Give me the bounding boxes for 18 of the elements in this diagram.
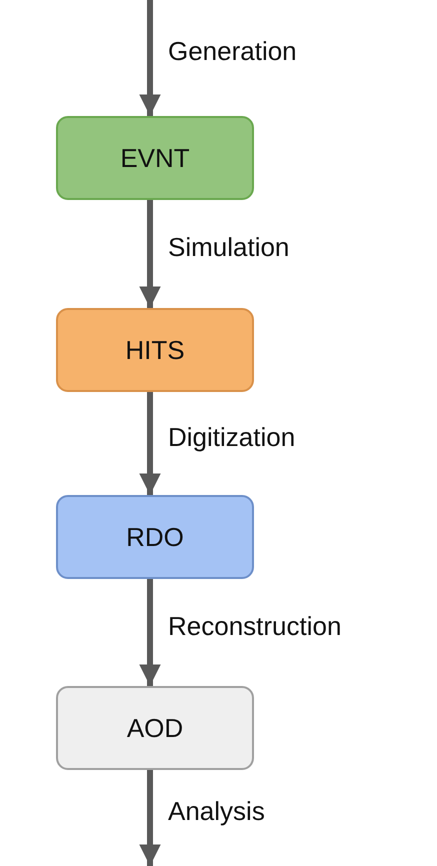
process-box [56, 308, 254, 392]
edge-label: Reconstruction [168, 610, 342, 642]
box-label: EVNT [120, 142, 190, 174]
edge-label: Generation [168, 36, 297, 67]
arrow [139, 392, 161, 495]
process-box [56, 495, 254, 579]
box-label: HITS [125, 334, 185, 366]
edge-label: Digitization [168, 422, 296, 452]
arrow [139, 200, 161, 308]
box-label: RDO [126, 522, 184, 552]
arrow [139, 579, 161, 686]
process-box [56, 686, 254, 770]
arrow [139, 770, 161, 866]
edge-label: Analysis [168, 796, 265, 827]
edge-label: Simulation [168, 232, 290, 263]
process-box [56, 116, 254, 200]
arrow [139, 0, 161, 116]
box-label: AOD [126, 712, 184, 744]
